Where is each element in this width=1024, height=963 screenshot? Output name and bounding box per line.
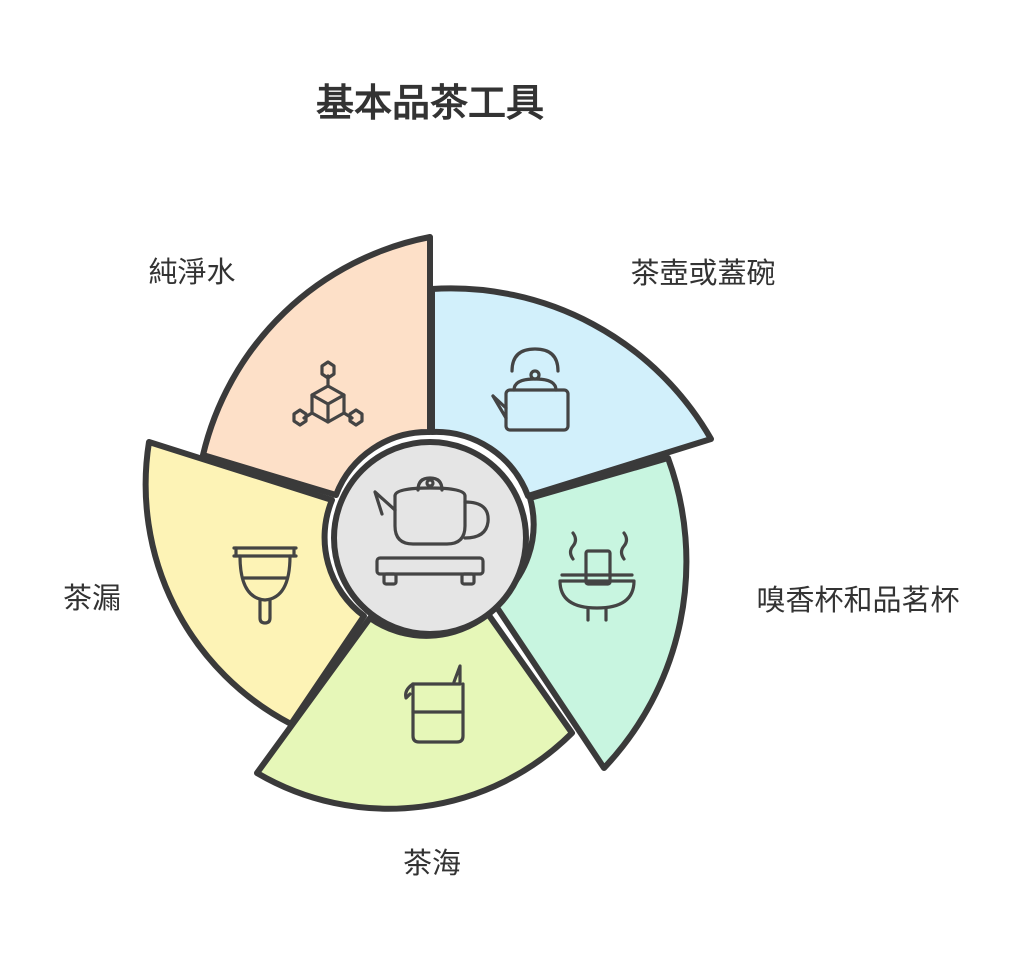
center-hub — [331, 439, 529, 637]
label-water: 純淨水 — [148, 255, 235, 289]
segment-strainer: 茶漏 — [63, 439, 367, 727]
segment-water-outline — [200, 234, 433, 498]
segment-aroma-cup-fill — [494, 458, 687, 768]
teapot-on-tray-icon — [373, 476, 490, 586]
segment-teapot: 茶壺或蓋碗 — [429, 256, 776, 499]
segment-strainer-fill — [145, 442, 364, 724]
diagram-title: 基本品茶工具 — [316, 80, 544, 125]
steaming-cup-icon — [558, 531, 636, 622]
segment-water: 純淨水 — [148, 234, 433, 498]
segment-water-fill — [203, 237, 430, 495]
label-teapot: 茶壺或蓋碗 — [630, 256, 775, 290]
label-pitcher: 茶海 — [403, 846, 461, 880]
molecule-icon — [292, 360, 364, 427]
segment-teapot-fill — [432, 288, 711, 496]
label-aroma-cup: 嗅香杯和品茗杯 — [756, 583, 959, 617]
segment-aroma-cup-outline — [491, 455, 690, 771]
center-circle — [331, 439, 529, 637]
kettle-icon — [491, 347, 570, 432]
label-strainer: 茶漏 — [63, 581, 121, 615]
segment-teapot-outline — [429, 285, 714, 499]
strainer-icon — [232, 546, 298, 625]
segment-aroma-cup: 嗅香杯和品茗杯 — [491, 455, 960, 771]
segment-strainer-outline — [142, 439, 367, 727]
pitcher-icon — [404, 664, 465, 744]
